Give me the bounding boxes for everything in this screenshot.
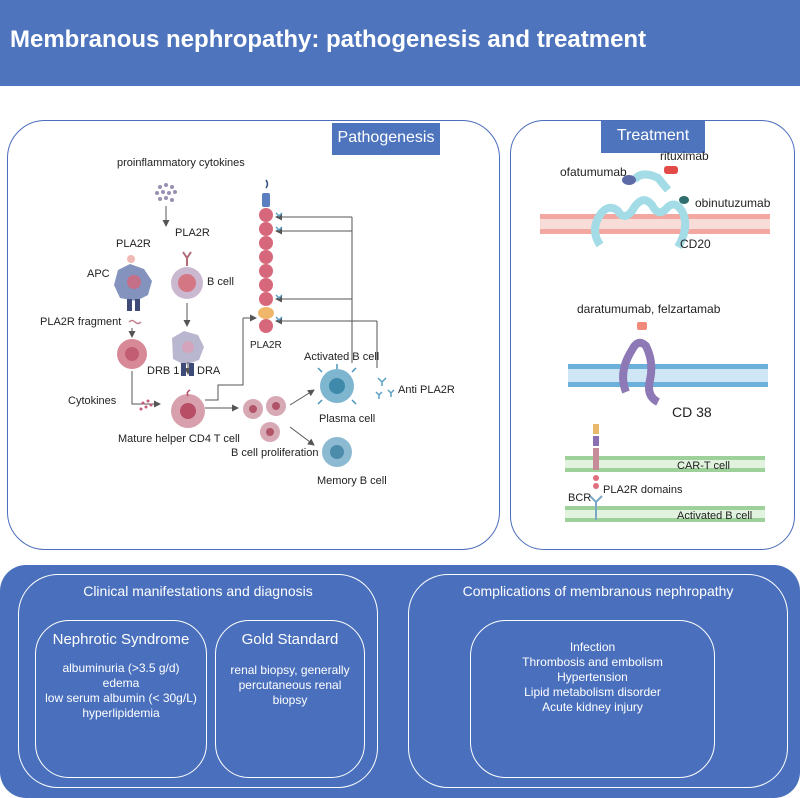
gold-standard-box [215, 620, 365, 778]
car-construct [589, 424, 603, 520]
treatment-tag: Treatment [601, 121, 705, 153]
anti-pla2r-antibodies [375, 377, 395, 399]
label-rituximab: rituximab [660, 149, 709, 163]
pla2r-antigen-left [127, 255, 135, 263]
receptor-b-cell [182, 251, 192, 266]
label-proinflammatory-cytokines: proinflammatory cytokines [117, 157, 245, 169]
label-memory-b-cell: Memory B cell [317, 475, 387, 487]
nephrotic-item: edema [102, 676, 140, 690]
cd20-protein [591, 196, 690, 250]
label-daratumumab: daratumumab, felzartamab [577, 302, 721, 316]
gold-standard-line: renal biopsy, generally [230, 663, 350, 677]
label-pla2r-fragment: PLA2R fragment [40, 316, 121, 328]
gold-standard-text: renal biopsy, generally percutaneous ren… [215, 663, 365, 708]
label-dra: DRA [197, 365, 221, 377]
label-cd38: CD 38 [672, 404, 712, 420]
ofatumumab-antibody [622, 175, 636, 185]
pathogenesis-tag: Pathogenesis [332, 123, 440, 155]
complication-item: Acute kidney injury [542, 700, 643, 714]
memory-b-cell [322, 437, 352, 467]
nephrotic-box [35, 620, 207, 778]
header-banner: Membranous nephropathy: pathogenesis and… [0, 0, 800, 86]
label-activated-b-cell-treatment: Activated B cell [677, 510, 752, 522]
complications-inner-box [470, 620, 715, 778]
obinutuzumab-antibody [679, 196, 689, 204]
label-b-cell-proliferation: B cell proliferation [231, 447, 318, 459]
label-apc: APC [87, 268, 110, 280]
pla2r-receptor-chain [258, 179, 274, 333]
gold-standard-title: Gold Standard [241, 631, 339, 648]
cytokine-cluster-top [155, 183, 177, 202]
b-cell-membrane [565, 506, 765, 522]
pla2r-fragment-mark [128, 319, 142, 325]
gold-standard-line: biopsy [272, 693, 308, 707]
label-pla2r-receptor: PLA2R [250, 340, 282, 351]
nephrotic-item: albuminuria (>3.5 g/d) [62, 661, 180, 675]
label-cytokines: Cytokines [68, 395, 117, 407]
label-plasma-cell: Plasma cell [319, 413, 375, 425]
label-activated-b-cell: Activated B cell [304, 351, 379, 363]
label-cd20: CD20 [680, 237, 711, 251]
cd38-protein [619, 338, 661, 406]
cd20-membrane [540, 214, 770, 234]
clinical-title: Clinical manifestations and diagnosis [83, 583, 313, 599]
nephrotic-item: hyperlipidemia [82, 706, 160, 720]
rituximab-antibody [664, 166, 678, 174]
complications-list: Infection Thrombosis and embolism Hypert… [470, 640, 715, 715]
label-car-t: CAR-T cell [677, 460, 730, 472]
complication-item: Lipid metabolism disorder [524, 685, 661, 699]
label-pla2r-mid: PLA2R [175, 227, 210, 239]
label-ofatumumab: ofatumumab [560, 165, 627, 179]
label-bcr: BCR [568, 492, 591, 504]
nephrotic-list: albuminuria (>3.5 g/d) edema low serum a… [29, 661, 213, 721]
page-title: Membranous nephropathy: pathogenesis and… [10, 26, 647, 53]
gold-standard-line: percutaneous renal [238, 678, 342, 692]
complications-box [408, 574, 788, 788]
complication-item: Thrombosis and embolism [522, 655, 663, 669]
label-pla2r-left: PLA2R [116, 238, 151, 250]
pathogenesis-panel [7, 120, 500, 550]
label-anti-pla2r: Anti PLA2R [398, 384, 455, 396]
cytokine-cluster-small [139, 399, 153, 411]
cd38-membrane [568, 364, 768, 387]
label-obinutuzumab: obinutuzumab [695, 196, 771, 210]
label-mature-helper: Mature helper CD4 T cell [118, 433, 240, 445]
complication-item: Infection [569, 640, 616, 654]
label-pla2r-domains: PLA2R domains [603, 484, 683, 496]
label-drb1: DRB 1 [147, 365, 179, 377]
label-b-cell: B cell [207, 276, 234, 288]
bottom-section [0, 565, 800, 798]
b-cell-proliferation-cluster [243, 396, 286, 442]
complication-item: Hypertension [557, 670, 628, 684]
clinical-box [18, 574, 378, 788]
car-t-membrane [565, 456, 765, 472]
treatment-panel [510, 120, 795, 550]
plasma-cell [317, 364, 357, 405]
nephrotic-item: low serum albumin (< 30g/L) [45, 691, 197, 705]
nephrotic-title: Nephrotic Syndrome [52, 631, 190, 648]
complications-title: Complications of membranous nephropathy [462, 583, 734, 599]
